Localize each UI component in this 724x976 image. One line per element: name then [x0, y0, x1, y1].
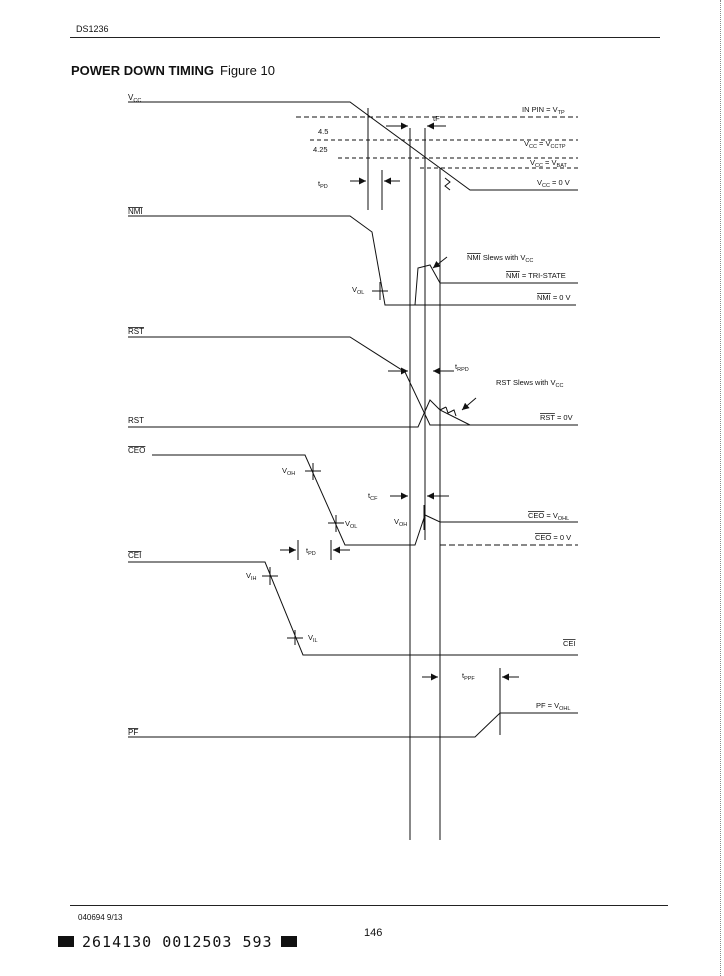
ceo-waveform — [152, 454, 578, 546]
figure-title: POWER DOWN TIMING Figure 10 — [71, 63, 275, 78]
barcode-block-left — [58, 936, 74, 947]
cei-waveform — [128, 561, 578, 656]
level-4-25: 4.25 — [313, 145, 328, 154]
level-4-5: 4.5 — [318, 127, 328, 136]
rst-bar-label: RST — [128, 327, 144, 336]
document-code: 040694 9/13 — [78, 913, 123, 922]
vcc-waveform — [128, 101, 578, 840]
scan-edge — [720, 0, 724, 976]
ceo-label: CEO — [128, 446, 145, 455]
voh-label-ceo: VOH — [282, 466, 295, 477]
tf-label: tF — [433, 114, 440, 123]
tpd-label-cei: tPD — [306, 546, 316, 557]
barcode-strip: 2614130 0012503 593 — [58, 932, 297, 951]
rst-arrows — [388, 367, 477, 411]
rst-label: RST — [128, 416, 144, 425]
vol-label-ceo: VOL — [345, 519, 357, 530]
vcc-zero-label: VCC = 0 V — [537, 178, 570, 189]
tcf-label: tCF — [368, 491, 378, 502]
vcc-arrows — [350, 122, 446, 185]
cei-label: CEI — [128, 551, 141, 560]
tpd-label-top: tPD — [318, 179, 328, 190]
vcc-label: VCC — [128, 93, 141, 104]
nmi-label: NMI — [128, 207, 143, 216]
pf-vohl-label: PF = VOHL — [536, 701, 570, 712]
pf-label: PF — [128, 728, 138, 737]
figure-title-number: Figure 10 — [220, 63, 275, 78]
vih-label: VIH — [246, 571, 257, 582]
header-rule — [70, 37, 660, 38]
nmi-tristate-label: NMI = TRI-STATE — [506, 271, 566, 280]
vcc-bat-label: VCC = VBAT — [530, 158, 567, 169]
nmi-waveform — [128, 215, 578, 306]
vcc-cctp-label: VCC = VCCTP — [524, 139, 566, 150]
vil-label: VIL — [308, 633, 318, 644]
barcode-number: 2614130 0012503 593 — [82, 932, 273, 951]
nmi-slew-arrow — [432, 256, 448, 269]
vol-label-nmi: VOL — [352, 285, 364, 296]
cei-end-label: CEI — [563, 639, 576, 648]
nmi-slews-label: NMI Slews with VCC — [467, 253, 533, 264]
rst-waveform — [128, 399, 471, 428]
part-number: DS1236 — [76, 24, 109, 34]
trpd-label: tRPD — [455, 362, 469, 373]
tppf-label: tPPF — [462, 671, 475, 682]
in-pin-label: IN PIN = VTP — [522, 105, 565, 116]
rst-slews-label: RST Slews with VCC — [496, 378, 563, 389]
voh-label-ceo-rise: VOH — [394, 517, 407, 528]
pf-waveform — [128, 668, 578, 738]
figure-title-main: POWER DOWN TIMING — [71, 63, 214, 78]
barcode-block-right — [280, 936, 297, 947]
page-number: 146 — [364, 927, 383, 939]
nmi-zero-label: NMI = 0 V — [537, 293, 571, 302]
ceo-zero-label: CEO = 0 V — [535, 533, 571, 542]
rst-bar-zero-label: RST = 0V — [540, 413, 573, 422]
footer-rule — [70, 905, 668, 906]
ceo-vohl-label: CEO = VOHL — [528, 511, 569, 522]
